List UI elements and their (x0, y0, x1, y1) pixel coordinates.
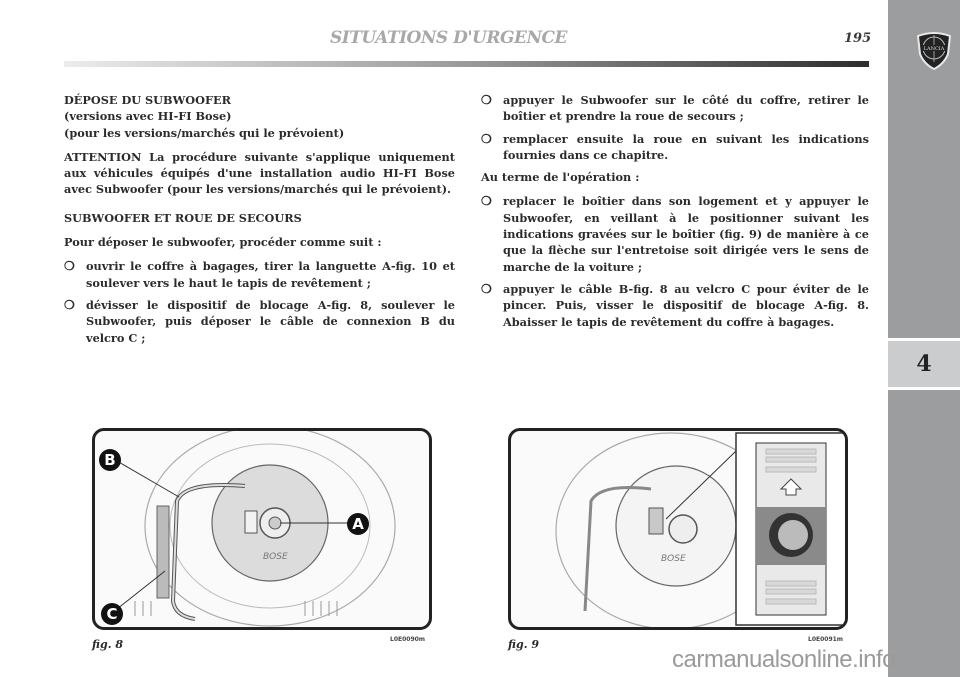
bullet-circle-icon: ❍ (64, 259, 75, 274)
attention-note: ATTENTION La procédure suivante s'appliq… (64, 149, 455, 198)
figure-9-illustration: BOSE (508, 428, 848, 630)
figure-8-caption: fig. 8 (92, 638, 124, 651)
lancia-shield-logo-icon: LANCIA (916, 32, 952, 70)
bullet-circle-icon: ❍ (481, 131, 492, 146)
svg-text:BOSE: BOSE (661, 554, 686, 564)
bullet-circle-icon: ❍ (481, 194, 492, 209)
chapter-sidebar: LANCIA 4 (888, 0, 960, 677)
subwoofer-positioning-diagram: BOSE (555, 432, 845, 627)
list-item: ❍ replacer le boîtier dans son logement … (481, 194, 869, 274)
subsection-heading: SUBWOOFER ET ROUE DE SECOURS (64, 210, 302, 225)
list-item: ❍ remplacer ensuite la roue en suivant l… (481, 131, 869, 162)
callout-a: A (347, 513, 369, 535)
page-number: 195 (844, 31, 872, 46)
chapter-tab[interactable]: 4 (888, 338, 960, 390)
left-column: DÉPOSE DU SUBWOOFER (versions avec HI-FI… (64, 92, 455, 352)
watermark-link[interactable]: carmanualsonline.info (672, 646, 895, 673)
figure-9-caption: fig. 9 (508, 638, 540, 651)
bullet-circle-icon: ❍ (64, 297, 75, 312)
list-item: ❍ appuyer le câble B-fig. 8 au velcro C … (481, 281, 869, 329)
attention-label: ATTENTION (64, 149, 142, 164)
heading-subtitle: (pour les versions/marchés qui le prévoi… (64, 125, 345, 140)
list-item: ❍ dévisser le dispositif de blocage A-fi… (64, 297, 455, 345)
svg-text:BOSE: BOSE (263, 552, 288, 562)
section-heading: DÉPOSE DU SUBWOOFER (64, 93, 231, 107)
list-item: ❍ ouvrir le coffre à bagages, tirer la l… (64, 259, 455, 290)
intro-text: Pour déposer le subwoofer, procéder comm… (64, 235, 382, 250)
figure-9-code: L0E0091m (808, 636, 844, 643)
subwoofer-spare-wheel-diagram: BOSE (116, 431, 396, 627)
end-label: Au terme de l'opération : (481, 170, 640, 185)
bullet-circle-icon: ❍ (481, 281, 492, 296)
svg-text:LANCIA: LANCIA (924, 46, 945, 52)
figure-8-illustration: BOSE B A C (92, 428, 432, 630)
bullet-circle-icon: ❍ (481, 93, 492, 107)
callout-b: B (99, 449, 121, 471)
right-column: ❍ appuyer le Subwoofer sur le côté du co… (481, 92, 869, 336)
figure-8-code: L0E0090m (390, 636, 426, 643)
page-title: SITUATIONS D'URGENCE (330, 28, 568, 48)
list-item: ❍ appuyer le Subwoofer sur le côté du co… (481, 93, 869, 124)
callout-c: C (101, 603, 123, 625)
header-divider (64, 61, 869, 67)
heading-subtitle: (versions avec HI-FI Bose) (64, 109, 232, 124)
attention-text: La procédure suivante s'applique uniquem… (64, 149, 455, 197)
